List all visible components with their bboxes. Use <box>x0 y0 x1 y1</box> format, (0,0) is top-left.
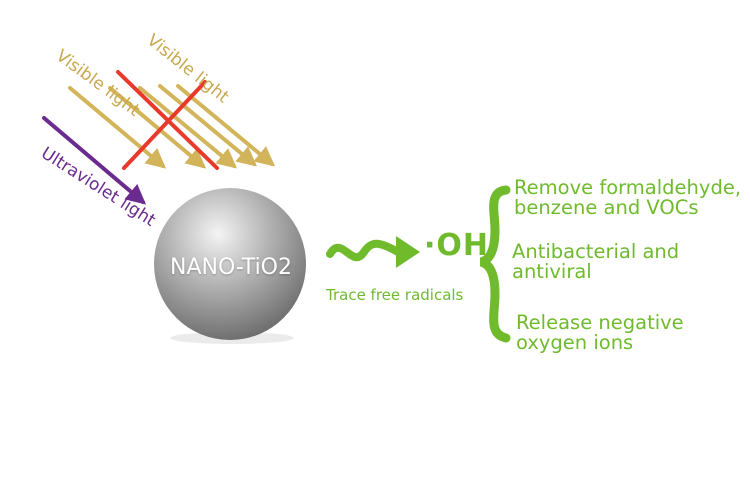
effect-remove-voc: Remove formaldehyde, benzene and VOCs <box>514 176 742 219</box>
effect-negative-ions: Release negative oxygen ions <box>516 311 684 354</box>
visible-light-arrow <box>176 84 276 167</box>
wavy-arrow-icon <box>326 236 420 268</box>
curly-brace-icon <box>479 185 511 343</box>
trace-free-radicals-caption: Trace free radicals <box>326 286 464 304</box>
ultraviolet-light-label: Ultraviolet light <box>37 143 159 231</box>
tio2-particle-label: NANO-TiO2 <box>170 255 292 280</box>
visible-light-arrows <box>68 84 276 169</box>
visible-light-arrow <box>138 86 238 169</box>
hydroxyl-radical-label: ·OH <box>424 228 490 263</box>
cross-out-icon <box>116 70 219 170</box>
ultraviolet-arrow <box>42 116 147 205</box>
visible-light-arrow <box>108 86 207 169</box>
visible-light-arrow <box>68 86 167 169</box>
tio2-particle-sphere <box>154 188 306 340</box>
effect-antibacterial: Antibacterial and antiviral <box>512 240 680 283</box>
visible-light-arrow <box>158 84 258 167</box>
